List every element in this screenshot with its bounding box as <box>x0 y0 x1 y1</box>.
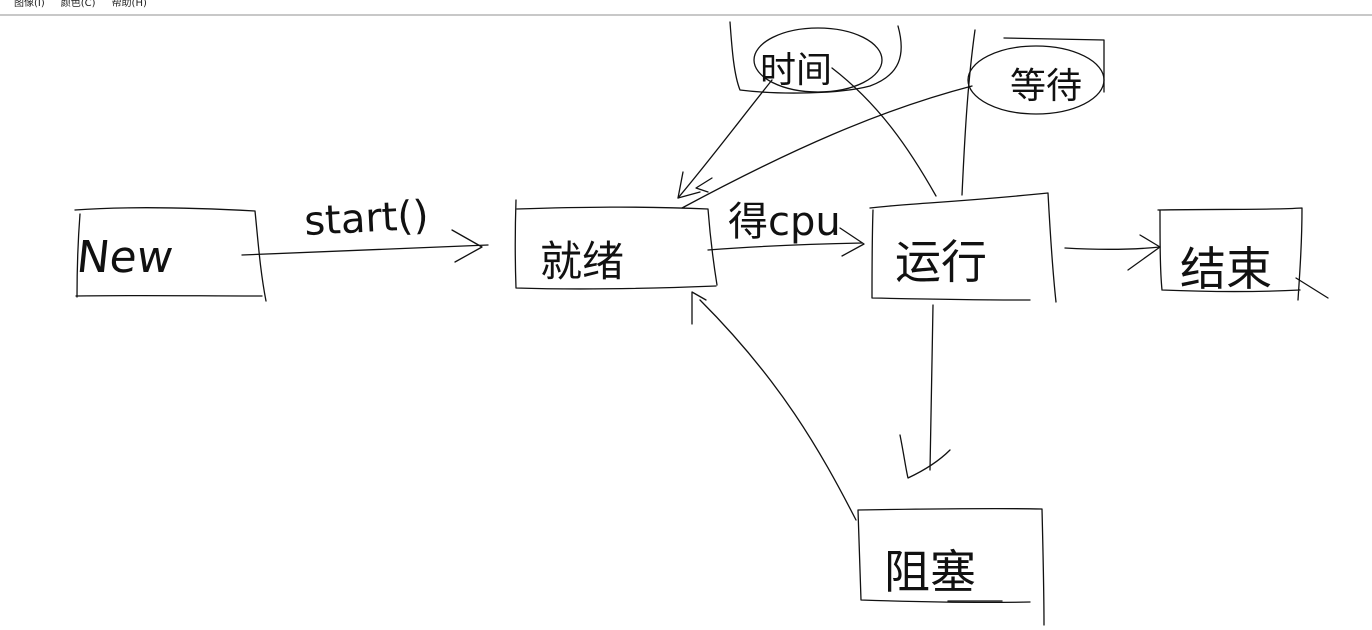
edge-running-blocked <box>899 304 951 479</box>
drawing-canvas[interactable]: New start() 就绪 得cpu 运行 <box>0 16 1372 630</box>
edge-ready-running: 得cpu <box>707 199 865 257</box>
state-new: New <box>74 207 267 302</box>
state-wait: 等待 <box>967 37 1105 115</box>
menu-bar: 图像(I) 颜色(C) 帮助(H) <box>0 0 1372 16</box>
edge-running-time-slice <box>831 67 937 197</box>
state-diagram: New start() 就绪 得cpu 运行 <box>74 21 1329 626</box>
menu-help[interactable]: 帮助(H) <box>111 0 147 9</box>
state-terminated: 结束 <box>1157 207 1329 301</box>
state-blocked-label: 阻塞 <box>884 545 976 599</box>
menu-color[interactable]: 颜色(C) <box>60 0 96 9</box>
edge-running-terminated <box>1064 234 1161 271</box>
state-terminated-label: 结束 <box>1180 242 1272 296</box>
state-time-slice-label: 时间 <box>760 50 832 91</box>
state-time-slice: 时间 <box>729 21 902 94</box>
edge-new-ready: start() <box>241 193 489 263</box>
edge-blocked-ready <box>691 291 857 521</box>
edge-get-cpu-label: 得cpu <box>728 199 841 245</box>
state-new-label: New <box>74 232 175 283</box>
edge-time-slice-ready <box>677 79 773 199</box>
edge-wait-ready <box>681 85 973 209</box>
state-wait-label: 等待 <box>1010 66 1082 107</box>
state-running-label: 运行 <box>895 235 987 289</box>
state-ready-label: 就绪 <box>540 237 624 286</box>
state-blocked: 阻塞 <box>857 507 1045 626</box>
edge-running-wait <box>961 29 976 196</box>
state-running: 运行 <box>869 192 1057 303</box>
state-ready: 就绪 <box>514 199 718 290</box>
edge-start-label: start() <box>303 193 430 245</box>
menu-image[interactable]: 图像(I) <box>14 0 45 9</box>
